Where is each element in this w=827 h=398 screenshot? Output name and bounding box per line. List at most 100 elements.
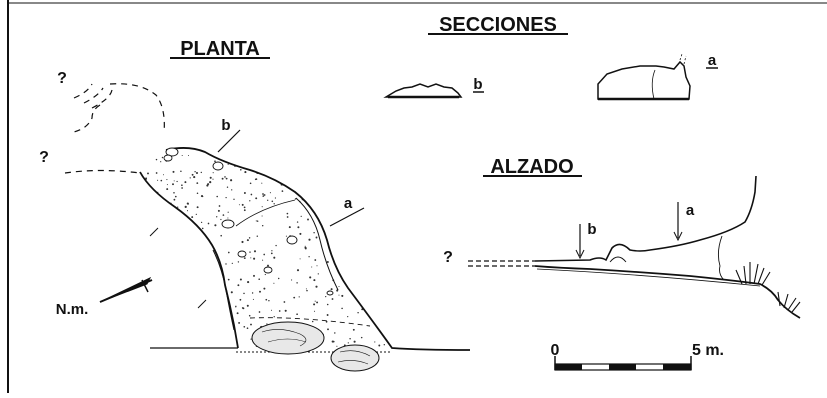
stipple-dot (220, 234, 222, 237)
stipple-dot (184, 205, 187, 208)
stipple-dot (255, 197, 258, 200)
stipple-dot (243, 325, 246, 328)
stipple-dot (240, 169, 242, 171)
stipple-dot (239, 298, 242, 301)
stipple-dot (248, 314, 251, 317)
stipple-dot (230, 291, 233, 294)
stipple-dot (209, 181, 212, 184)
stipple-dot (187, 154, 190, 157)
stipple-dot (189, 177, 191, 179)
stipple-dot (166, 179, 168, 181)
stipple-dot (247, 281, 250, 284)
stipple-dot (222, 214, 225, 216)
stipple-dot (311, 320, 314, 323)
stipple-dot (261, 206, 263, 208)
plan-marker-b-line (217, 129, 241, 153)
stipple-dot (277, 277, 280, 280)
stipple-dot (157, 179, 159, 181)
stipple-dot (256, 220, 259, 222)
stipple-dot (173, 198, 176, 201)
plan-blocks (163, 147, 334, 296)
stipple-dot (225, 263, 227, 265)
stipple-dot (200, 221, 203, 224)
stipple-dot (284, 309, 287, 312)
stipple-dot (241, 240, 244, 244)
stipple-dot (233, 198, 235, 201)
stipple-dot (327, 328, 329, 331)
section-b-label: b (473, 76, 482, 93)
stipple-dot (304, 247, 307, 250)
stipple-dot (253, 274, 255, 277)
stipple-dot (291, 279, 293, 281)
stipple-dot (374, 341, 376, 343)
stipple-dot (315, 236, 318, 239)
elevation-marker-a: a (686, 202, 695, 219)
stipple-dot (299, 258, 301, 260)
stipple-dot (273, 316, 275, 318)
stipple-dot (212, 178, 214, 180)
stipple-dot (200, 171, 202, 174)
stipple-dot (196, 182, 199, 185)
stipple-dot (261, 215, 263, 217)
stipple-dot (296, 269, 300, 272)
stipple-dot (352, 328, 355, 331)
stipple-dot (217, 209, 220, 212)
stipple-dot (216, 195, 219, 198)
stipple-dot (181, 184, 183, 187)
stipple-dot (184, 181, 187, 184)
stipple-dot (186, 210, 189, 212)
stipple-dot (338, 285, 340, 288)
stipple-dot (258, 278, 261, 281)
stipple-dot (161, 156, 164, 159)
stipple-dot (341, 294, 344, 297)
stipple-dot (235, 306, 237, 308)
stipple-dot (249, 251, 251, 253)
stipple-dot (227, 163, 229, 165)
stipple-dot (336, 345, 338, 347)
stipple-dot (220, 218, 222, 221)
section-a-label: a (708, 52, 717, 69)
stipple-dot (330, 288, 333, 291)
stipple-dot (239, 278, 242, 281)
stipple-dot (314, 300, 316, 302)
unknown-mark-plan-upper: ? (57, 70, 67, 87)
stipple-dot (238, 321, 241, 324)
stipple-dot (261, 182, 263, 184)
stipple-dot (250, 338, 252, 340)
stipple-dot (326, 260, 329, 264)
stipple-dot (243, 192, 246, 194)
elevation-marker-b: b (587, 221, 596, 238)
stipple-dot (360, 336, 363, 339)
stipple-dot (313, 231, 315, 234)
stipple-dot (227, 211, 229, 213)
stipple-dot (347, 342, 349, 344)
stipple-dot (293, 296, 296, 299)
stipple-dot (313, 303, 316, 306)
stipple-dot (325, 295, 327, 298)
stipple-dot (270, 309, 273, 311)
stipple-dot (216, 216, 218, 218)
stipple-dot (191, 173, 194, 176)
stipple-dot (259, 290, 261, 293)
stipple-dot (209, 176, 212, 179)
stipple-dot (160, 179, 163, 182)
stipple-dot (225, 177, 228, 180)
stipple-dot (255, 220, 257, 222)
stipple-dot (174, 195, 177, 198)
scale-bar (554, 356, 692, 371)
plan-tick-2 (197, 299, 207, 309)
stipple-dot (249, 200, 251, 202)
stipple-dot (244, 171, 247, 174)
stipple-dot (186, 202, 189, 205)
stipple-dot (316, 301, 319, 304)
stipple-dot (173, 192, 175, 194)
section-b (383, 83, 463, 99)
stipple-dot (268, 299, 270, 302)
alzado-heading: ALZADO (490, 156, 573, 178)
stipple-dot (250, 323, 252, 326)
stipple-dot (252, 298, 254, 300)
plan-right-wall (165, 147, 471, 351)
plan-floor (140, 147, 390, 348)
stipple-dot (218, 205, 221, 207)
